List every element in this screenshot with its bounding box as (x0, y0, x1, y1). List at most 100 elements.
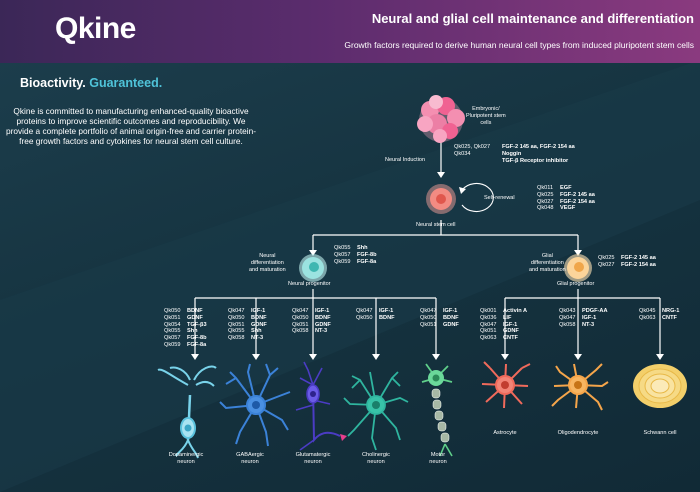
neural-progenitor-icon (299, 254, 327, 282)
growth-factor: Activin A (503, 308, 528, 314)
cell-type-gabaergic: GABAergic neuron (236, 452, 264, 465)
cell-type-dopaminergic: Dopaminergic neuron (168, 452, 204, 465)
glial-differentiation-label: Glial differentiation and maturation (529, 253, 566, 273)
growth-factor: FGF-8a (357, 258, 377, 265)
catalog-number: Qk025, Qk027 (454, 144, 491, 150)
catalog-number: Qk050 (420, 314, 437, 321)
catalog-number: Qk027 (598, 261, 615, 268)
cell-type-oligodendrocyte: Oligodendrocyte (557, 430, 599, 436)
intro-paragraph: Qkine is committed to manufacturing enha… (6, 106, 256, 146)
factor-row: Qk027 FGF-2 154 aa (598, 262, 656, 269)
factor-row: Qk055 Shh (334, 245, 377, 252)
neural-differentiation-label: Neural differentiation and maturation (249, 253, 286, 273)
cell-type-astrocyte: Astrocyte (493, 430, 517, 436)
factors-glial-progenitor: Qk025 FGF-2 145 aa Qk027 FGF-2 154 aa (598, 255, 656, 269)
lineage-lines (194, 140, 661, 358)
growth-factor: FGF-2 154 aa (560, 198, 595, 205)
catalog-number: Qk051 (228, 321, 245, 328)
catalog-number: Qk063 (639, 314, 656, 321)
growth-factor: FGF-2 145 aa (560, 191, 595, 198)
growth-factor: BDNF (187, 308, 203, 314)
growth-factor: Shh (187, 328, 198, 335)
growth-factor: IGF-1 (251, 308, 266, 314)
catalog-number: Qk059 (334, 258, 351, 265)
growth-factor: IGF-1 (582, 314, 597, 321)
neural-induction-label: Neural Induction (385, 157, 426, 163)
heading-accent-text: Guaranteed. (89, 76, 163, 90)
factor-row: Qk050 BDNF (164, 308, 207, 315)
factor-row: Qk058 NT-3 (228, 335, 267, 342)
catalog-number (454, 158, 502, 165)
schwann-cell-icon (633, 364, 687, 408)
growth-factor: BDNF (379, 314, 395, 321)
growth-factor: NT-3 (251, 335, 264, 342)
dopaminergic-neuron-icon (157, 365, 217, 459)
stem-cell-cluster-icon (417, 95, 465, 143)
growth-factor: PDGF-AA (582, 308, 608, 314)
self-renewal-label: Self-renewal (484, 195, 515, 201)
growth-factor: EGF (560, 185, 572, 191)
page-title: Neural and glial cell maintenance and di… (371, 11, 694, 26)
catalog-number: Qk057 (164, 335, 181, 342)
cholinergic-neuron-icon (343, 371, 409, 451)
catalog-number: Qk051 (420, 321, 437, 328)
growth-factor: IGF-1 (503, 321, 518, 328)
neural-stem-cell-icon (426, 184, 456, 214)
growth-factor: FGF-2 145 aa (621, 255, 656, 261)
catalog-number: Qk011 (537, 185, 554, 191)
catalog-number: Qk025 (598, 255, 615, 261)
catalog-number: Qk058 (292, 328, 309, 335)
growth-factor: CNTF (503, 335, 518, 342)
glial-progenitor-icon (564, 254, 592, 282)
growth-factor: TGF-β3 (187, 321, 207, 328)
neural-stem-cell-label: Neural stem cell (416, 222, 456, 228)
growth-factor: Shh (357, 245, 368, 251)
catalog-number: Qk058 (228, 335, 245, 342)
bioactivity-heading: Bioactivity. Guaranteed. (20, 76, 162, 90)
growth-factor: GDNF (443, 321, 459, 328)
growth-factor: IGF-1 (443, 308, 458, 314)
catalog-number: Qk051 (292, 321, 309, 328)
catalog-number: Qk001 (480, 308, 497, 314)
background-band (0, 60, 700, 492)
growth-factor: NRG-1 (662, 308, 680, 314)
growth-factor: BDNF (251, 314, 267, 321)
growth-factor: GDNF (503, 328, 519, 335)
catalog-number: Qk050 (164, 308, 181, 314)
growth-factor: GDNF (187, 314, 203, 321)
growth-factor: FGF-2 154 aa (621, 261, 656, 268)
catalog-number: Qk055 (334, 245, 351, 251)
catalog-number: Qk045 (639, 308, 656, 314)
catalog-number: Qk027 (537, 198, 554, 205)
axon-terminal-icon (340, 434, 347, 441)
cell-type-schwann: Schwann cell (643, 430, 677, 436)
growth-factor: IGF-1 (379, 308, 394, 314)
factor-row: Qk001 Activin A (480, 308, 527, 315)
